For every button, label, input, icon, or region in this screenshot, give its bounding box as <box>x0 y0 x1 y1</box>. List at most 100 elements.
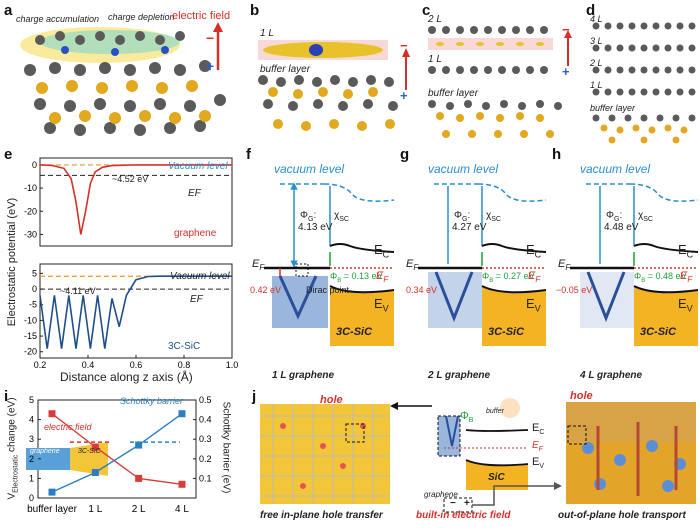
i-series-1-point-3 <box>178 410 186 418</box>
j-ev-symbol: E <box>532 456 540 468</box>
j-ef-symbol: E <box>532 440 539 451</box>
i-yrtick-label-0: 0.1 <box>199 473 212 483</box>
e-xtick-label-1: 0.4 <box>82 360 95 370</box>
panel-b: b 1 L buffer layer − + <box>248 0 416 145</box>
i-yltick-label-0: 0 <box>29 493 34 503</box>
j-ef: EF <box>532 440 543 453</box>
panel-g-label: g <box>400 146 410 163</box>
panel-c-label: c <box>422 2 431 19</box>
j-ev: EV <box>532 456 544 470</box>
f-ec-symbol: E <box>374 242 383 257</box>
panel-b-buffer-label: buffer layer <box>260 64 311 75</box>
j-ec-sub: C <box>539 429 545 437</box>
panel-c: c 2 L 1 L buffer layer − + <box>420 0 580 145</box>
i-xtick-label-2: 2 L <box>132 504 146 515</box>
g-ef-left: EF <box>406 258 418 272</box>
e-xlabel: Distance along z axis (Å) <box>60 370 193 384</box>
e-bottom-ytick-label-5: -20 <box>24 347 37 357</box>
e-top-ytick-label-0: 0 <box>32 160 37 170</box>
j-hole-left: hole <box>320 394 343 406</box>
g-ec: EC <box>526 242 541 260</box>
g-sic: 3C-SiC <box>488 326 525 338</box>
g-phi-symbol: Φ <box>454 210 462 221</box>
i-yrtick-label-3: 0.4 <box>199 415 212 425</box>
f-dirac: Dirac point <box>306 285 350 295</box>
e-bottom-material: 3C-SiC <box>168 341 201 352</box>
g-vacuum-label: vacuum level <box>428 162 499 176</box>
e-top-ef: EF <box>188 188 201 199</box>
f-sic: 3C-SiC <box>336 326 373 338</box>
i-yltick-label-5: 5 <box>29 395 34 405</box>
panel-b-minus: − <box>400 38 408 53</box>
g-phi: ΦG: <box>454 210 471 223</box>
h-phib-sub: B <box>641 277 646 284</box>
e-bottom-vacuum: Vacuum level <box>170 271 230 282</box>
i-xtick-label-0: buffer layer <box>27 504 78 515</box>
j-minus: − <box>450 498 456 509</box>
e-bottom-ytick-label-1: 0 <box>32 284 37 294</box>
g-caption: 2 L graphene <box>428 370 491 381</box>
h-shift: −0.05 eV <box>556 285 593 295</box>
j-hole-right: hole <box>570 390 593 402</box>
g-chi-sub: SC <box>491 216 501 223</box>
panel-b-label: b <box>250 2 260 19</box>
f-ev: EV <box>374 296 389 314</box>
h-phi-sub: G <box>613 216 620 223</box>
h-phi-symbol: Φ <box>606 210 614 221</box>
g-phib-value: = 0.27 eV <box>493 271 535 281</box>
j-ev-sub: V <box>539 463 545 471</box>
h-chi: χSC <box>638 210 653 223</box>
panel-b-1l-label: 1 L <box>260 28 274 39</box>
f-ef-right-sub: F <box>383 275 389 285</box>
panel-j-label: j <box>252 388 257 405</box>
i-graphene: graphene <box>30 448 60 455</box>
i-xtick-label-1: 1 L <box>88 504 102 515</box>
j-cap1: free in-plane hole transfer <box>260 510 383 521</box>
g-chi: χSC <box>486 210 501 223</box>
f-phi-sub: G <box>307 216 314 223</box>
f-ef-left: EF <box>252 258 264 272</box>
panel-f: f vacuum level ΦG: 4.13 eV χSC EC EF 0.4… <box>244 146 396 386</box>
i-series-0-point-0 <box>48 410 56 418</box>
panel-d-buffer-label: buffer layer <box>590 103 636 113</box>
g-phib: ΦB = 0.27 eV <box>482 271 535 284</box>
i-series-1-point-2 <box>135 441 143 449</box>
h-ec-symbol: E <box>678 242 687 257</box>
g-ev: EV <box>526 296 541 314</box>
e-top-vacuum: Vacuum level <box>168 161 228 172</box>
h-ef-left: EF <box>558 258 570 272</box>
e-bottom-series-line <box>39 275 232 349</box>
f-ec-sub: C <box>382 249 390 260</box>
i-ef-legend: electric field <box>44 422 92 432</box>
i-xtick-label-3: 4 L <box>175 504 189 515</box>
j-graphene: graphene <box>424 490 458 499</box>
i-series-0-line <box>51 413 183 485</box>
g-ec-sub: C <box>534 249 542 260</box>
f-ef-left-symbol: E <box>252 258 260 270</box>
j-buffer: buffer <box>486 408 504 415</box>
f-ev-sub: V <box>382 303 389 314</box>
g-phi-sub: G <box>461 216 468 223</box>
h-ef-right: EF <box>680 270 692 284</box>
panel-d: d 4 L 3 L 2 L 1 L buffer layer <box>584 0 700 145</box>
h-ev-sub: V <box>686 303 693 314</box>
electric-field-label: electric field <box>172 10 231 22</box>
i-ylabel-right: Schottky barrier (eV) <box>220 401 232 494</box>
panel-e-label: e <box>4 146 13 163</box>
panel-c-2l-label: 2 L <box>428 14 442 25</box>
i-sic: 3C-SiC <box>78 448 101 455</box>
f-shift: 0.42 eV <box>250 285 282 295</box>
g-ef-right: EF <box>528 270 540 284</box>
h-phi-val: 4.48 eV <box>604 222 639 233</box>
j-sic: SiC <box>488 472 505 483</box>
panel-f-label: f <box>246 146 251 163</box>
e-bottom-ytick-label-4: -15 <box>24 331 37 341</box>
f-phib-symbol: Φ <box>330 271 338 281</box>
f-caption: 1 L graphene <box>272 370 335 381</box>
i-series-0-point-3 <box>178 480 186 488</box>
f-ef-right-symbol: E <box>376 270 384 282</box>
e-top-ytick-label-3: -30 <box>24 229 37 239</box>
g-ev-symbol: E <box>526 296 535 311</box>
